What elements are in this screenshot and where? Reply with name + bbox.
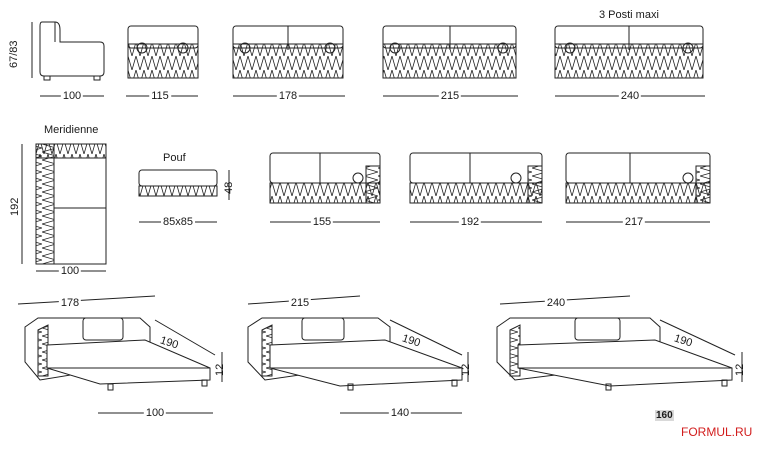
armchair-width-label: 100 — [60, 90, 84, 102]
sofa-115-width-label: 115 — [149, 90, 171, 102]
sofa-178-width-label: 178 — [276, 90, 300, 102]
bed3-width-label: 240 — [544, 297, 568, 309]
pouf-title: Pouf — [163, 152, 186, 164]
sofa-bed-178 — [24, 317, 211, 391]
sofa-chaise-155-front — [269, 152, 381, 204]
bed3-height-label: 12 — [734, 363, 746, 376]
pouf-height-label: 48 — [223, 181, 235, 194]
height-range-label: 67/83 — [8, 40, 20, 68]
dim-line-bed2-depth — [389, 319, 463, 356]
sofa-240-front — [554, 25, 704, 79]
sofa-178-front — [232, 25, 344, 79]
dim-line-bed1-depth — [154, 319, 216, 356]
sofa-215-width-label: 215 — [438, 90, 462, 102]
bed1-width-label: 178 — [58, 297, 82, 309]
maxi-title: 3 Posti maxi — [599, 9, 659, 21]
meridienne-width-label: 100 — [58, 265, 82, 277]
chaise-217-width-label: 217 — [622, 216, 646, 228]
meridienne-length-label: 192 — [9, 197, 21, 216]
sofa-115-front — [127, 25, 199, 79]
pouf-size-label: 85x85 — [161, 216, 195, 228]
meridienne-top-view — [35, 143, 107, 265]
chaise-155-width-label: 155 — [310, 216, 334, 228]
sofa-chaise-192-front — [409, 152, 543, 204]
dim-line-bed1-width — [17, 295, 156, 305]
brand-watermark[interactable]: FORMUL.RU — [681, 425, 753, 439]
chaise-192-width-label: 192 — [458, 216, 482, 228]
bed2-width-label: 215 — [288, 297, 312, 309]
meridienne-title: Meridienne — [44, 124, 99, 136]
bed2-mattress-label: 140 — [388, 407, 412, 419]
sofa-bed-215 — [247, 317, 463, 391]
bed1-height-label: 12 — [214, 363, 226, 376]
armchair-side-view — [39, 21, 105, 81]
sofa-240-width-label: 240 — [618, 90, 642, 102]
bed1-mattress-label: 100 — [143, 407, 167, 419]
pouf-side-view — [138, 169, 218, 197]
sofa-bed-240 — [496, 317, 733, 391]
dim-line-bed3-depth — [659, 319, 736, 356]
bed2-height-label: 12 — [460, 363, 472, 376]
sofa-215-front — [382, 25, 517, 79]
page-number: 160 — [655, 410, 674, 421]
sofa-chaise-217-front — [565, 152, 711, 204]
